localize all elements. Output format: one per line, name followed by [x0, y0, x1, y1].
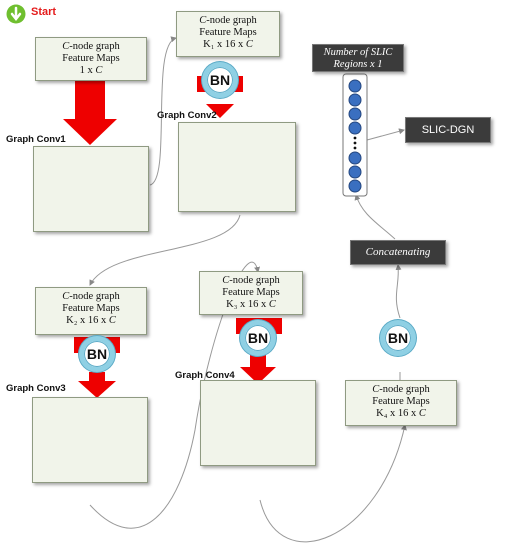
feature-map-box-4: C-node graph Feature Maps K₃ x 16 x C: [199, 271, 303, 315]
feature-map-box-5: C-node graph Feature Maps K₄ x 16 x C: [345, 380, 457, 426]
feature-map-box-2: C-node graph Feature Maps K₁ x 16 x C: [176, 11, 280, 57]
graph-conv2-box: [178, 122, 296, 212]
start-arrow-icon: [6, 4, 26, 24]
feature-map-box-3: C-node graph Feature Maps K₂ x 16 x C: [35, 287, 147, 335]
graph-conv4-box: [200, 380, 316, 466]
vector-ellipsis-dot: [353, 141, 357, 145]
graph-conv1-box: [33, 146, 149, 232]
slic-regions-label: Number of SLIC Regions x 1: [312, 44, 404, 72]
graph-conv4-label: Graph Conv4: [175, 370, 235, 381]
vector-node: [348, 121, 362, 135]
graph-conv1-label: Graph Conv1: [6, 134, 66, 145]
vector-node: [348, 151, 362, 165]
connector-vector-to-slicdgn: [366, 128, 405, 141]
vector-node: [348, 93, 362, 107]
connector-concat-to-vector: [354, 194, 396, 240]
graph-conv2-label: Graph Conv2: [157, 110, 217, 121]
connector-conv4-to-box5: [259, 424, 407, 543]
connector-conv1-to-box2: [149, 36, 177, 186]
vector-node: [348, 179, 362, 193]
connector-conv3-to-box4: [89, 261, 261, 529]
concatenating-box: Concatenating: [350, 240, 446, 265]
batch-norm-1: BN: [202, 62, 238, 98]
vector-node: [348, 165, 362, 179]
slic-dgn-box: SLIC-DGN: [405, 117, 491, 143]
vector-ellipsis-dot: [353, 146, 357, 150]
slic-feature-vector: [342, 73, 368, 197]
vector-ellipsis-dot: [353, 136, 357, 140]
start-label: Start: [31, 6, 57, 18]
connector-bn-to-concat: [395, 264, 402, 319]
graph-conv3-label: Graph Conv3: [6, 383, 66, 394]
vector-node: [348, 79, 362, 93]
red-arrow-conv1: [63, 80, 117, 145]
graph-conv3-box: [32, 397, 148, 483]
batch-norm-4: BN: [380, 320, 416, 356]
feature-map-box-1: C-node graph Feature Maps 1 x C: [35, 37, 147, 81]
vector-node: [348, 107, 362, 121]
batch-norm-2: BN: [79, 336, 115, 372]
connector-conv2-to-box3: [89, 214, 241, 286]
batch-norm-3: BN: [240, 320, 276, 356]
